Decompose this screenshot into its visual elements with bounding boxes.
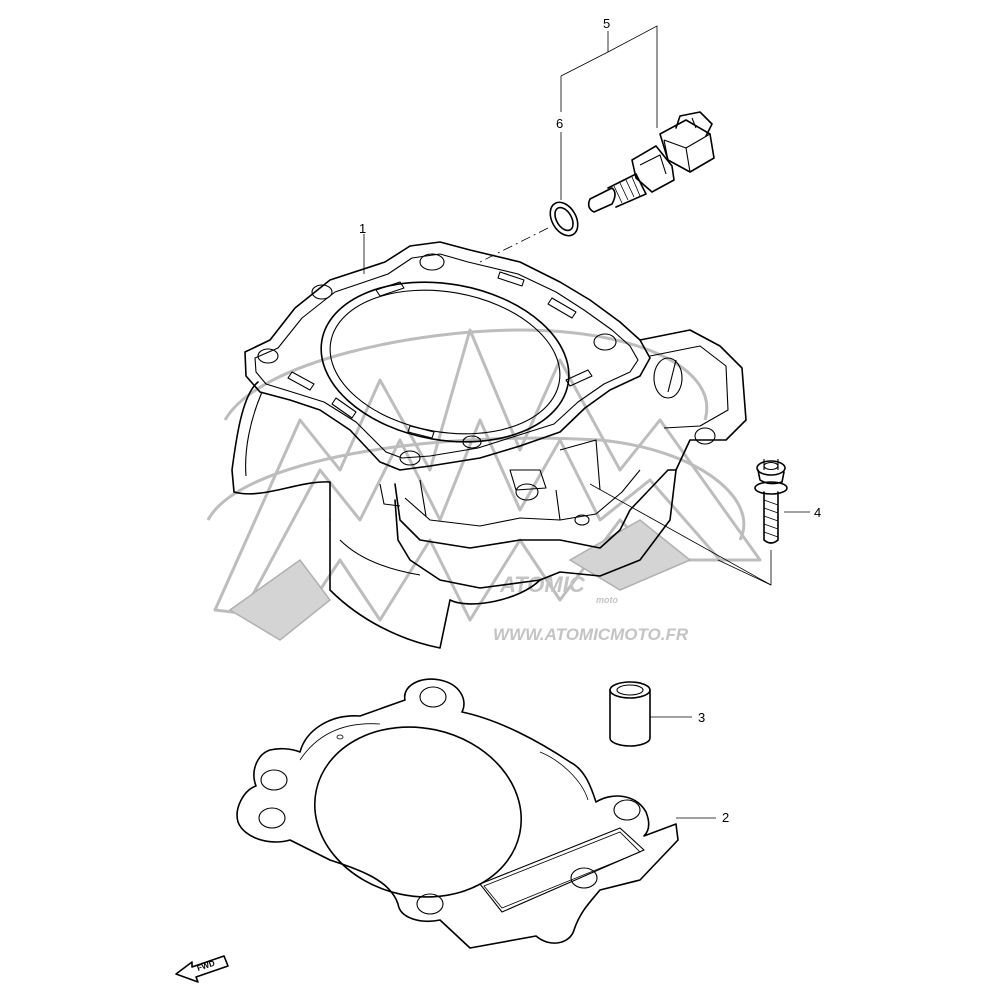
callout-3: 3 [698, 710, 705, 725]
fwd-arrow-icon: FWD [175, 955, 229, 983]
callout-5: 5 [603, 16, 610, 31]
watermark-url: WWW.ATOMICMOTO.FR [493, 625, 689, 644]
callout-6: 6 [556, 116, 563, 131]
callout-4: 4 [814, 505, 821, 520]
cylinder-gasket [236, 678, 679, 949]
cylinder-block [231, 241, 747, 649]
o-ring-seal [549, 201, 579, 237]
watermark-brand: ATOMIC [499, 572, 586, 597]
temperature-sensor [587, 111, 715, 213]
dowel-pin [609, 681, 651, 747]
flange-bolt [754, 459, 788, 544]
callout-2: 2 [722, 810, 729, 825]
watermark-logo: ATOMIC moto WWW.ATOMICMOTO.FR [206, 328, 762, 644]
callout-labels: 1 2 3 4 5 6 [359, 16, 821, 825]
callout-1: 1 [359, 221, 366, 236]
watermark-brand-sub: moto [596, 595, 618, 605]
leader-lines [363, 25, 810, 819]
